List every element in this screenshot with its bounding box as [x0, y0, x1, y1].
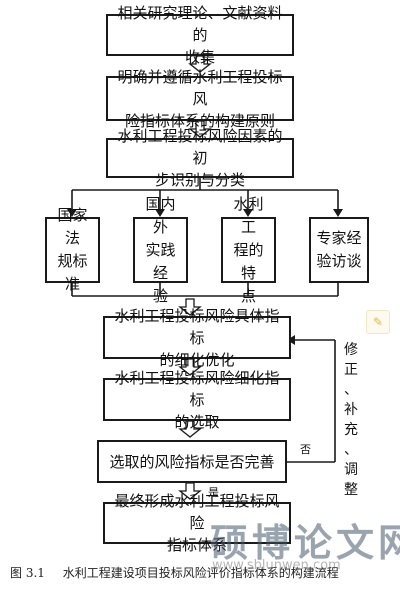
step-refine-line-1: 水利工程投标风险具体指标	[114, 306, 280, 347]
feedback-char-2: 正	[344, 362, 358, 378]
source-expert-interviews: 专家经 验访谈	[309, 217, 369, 283]
step-refine-line-2: 的细化优化	[159, 350, 235, 369]
source-2-line-1: 国内外	[145, 194, 176, 236]
feedback-char-4: 补	[344, 402, 358, 418]
figure-caption: 图 3.1 水利工程建设项目投标风险评价指标体系的构建流程	[10, 564, 339, 581]
source-3-line-1: 水利工	[233, 194, 264, 236]
source-2-line-2: 实践经	[145, 240, 176, 282]
feedback-char-6: 、	[344, 442, 358, 458]
decision-line-1: 选取的风险指标是否完善	[109, 452, 275, 471]
source-3-line-3: 点	[240, 286, 256, 305]
feedback-char-1: 修	[344, 342, 358, 358]
step-initial-identification: 水利工程投标风险因素的初 步识别与分类	[106, 127, 294, 189]
source-2-line-3: 验	[152, 286, 168, 305]
step-final-line-2: 指标体系	[166, 536, 227, 554]
feedback-char-5: 充	[344, 422, 358, 438]
source-1-line-2: 规标准	[57, 252, 88, 293]
split-connector	[71, 178, 339, 213]
figure-number: 图 3.1	[10, 566, 45, 580]
step-principles-line-2: 险指标体系的构建原则	[124, 111, 275, 130]
note-icon[interactable]: ✎	[366, 310, 390, 334]
step-select-line-2: 的选取	[174, 412, 220, 431]
feedback-char-8: 整	[344, 482, 358, 498]
step-identify-line-1: 水利工程投标风险因素的初	[117, 127, 283, 167]
feedback-char-3: 、	[344, 382, 358, 398]
feedback-arrowhead	[287, 335, 295, 345]
source-1-line-1: 国家法	[57, 206, 88, 247]
source-4-line-2: 验访谈	[316, 252, 362, 270]
step-construction-principles: 明确并遵循水利工程投标风 险指标体系的构建原则	[106, 68, 294, 130]
source-national-standards: 国家法 规标准	[45, 206, 100, 293]
step-refine-indicators: 水利工程投标风险具体指标 的细化优化	[103, 307, 291, 369]
decision-indicators-complete: 选取的风险指标是否完善	[97, 440, 287, 483]
split-arrowheads	[67, 209, 343, 217]
step-collect-line-1: 相关研究理论、文献资料的	[117, 4, 283, 44]
step-final-system: 最终形成水利工程投标风险 指标体系	[103, 492, 291, 554]
watermark-logo: 硕博论文网	[210, 521, 400, 565]
feedback-label: 修 正 、 补 充 、 调 整	[342, 340, 360, 500]
feedback-char-7: 调	[344, 462, 358, 478]
source-practice-experience: 国内外 实践经 验	[133, 195, 188, 305]
no-label: 否	[300, 443, 311, 456]
step-select-line-1: 水利工程投标风险细化指标	[114, 368, 280, 409]
source-4-line-1: 专家经	[316, 229, 362, 247]
step-collect-literature: 相关研究理论、文献资料的 收集	[106, 4, 294, 66]
step-collect-line-2: 收集	[184, 48, 215, 66]
figure-title: 水利工程建设项目投标风险评价指标体系的构建流程	[62, 566, 339, 580]
watermark-url: www.sblunwen.com	[212, 558, 341, 573]
step-select-indicators: 水利工程投标风险细化指标 的选取	[103, 369, 291, 431]
feedback-loop	[287, 339, 336, 463]
step-final-line-1: 最终形成水利工程投标风险	[114, 492, 280, 532]
step-identify-line-2: 步识别与分类	[154, 171, 245, 189]
source-3-line-2: 程的特	[233, 240, 264, 282]
merge-connector	[71, 283, 339, 297]
step-principles-line-1: 明确并遵循水利工程投标风	[117, 67, 283, 108]
source-project-characteristics: 水利工 程的特 点	[221, 195, 276, 305]
yes-label: 是	[208, 486, 219, 499]
